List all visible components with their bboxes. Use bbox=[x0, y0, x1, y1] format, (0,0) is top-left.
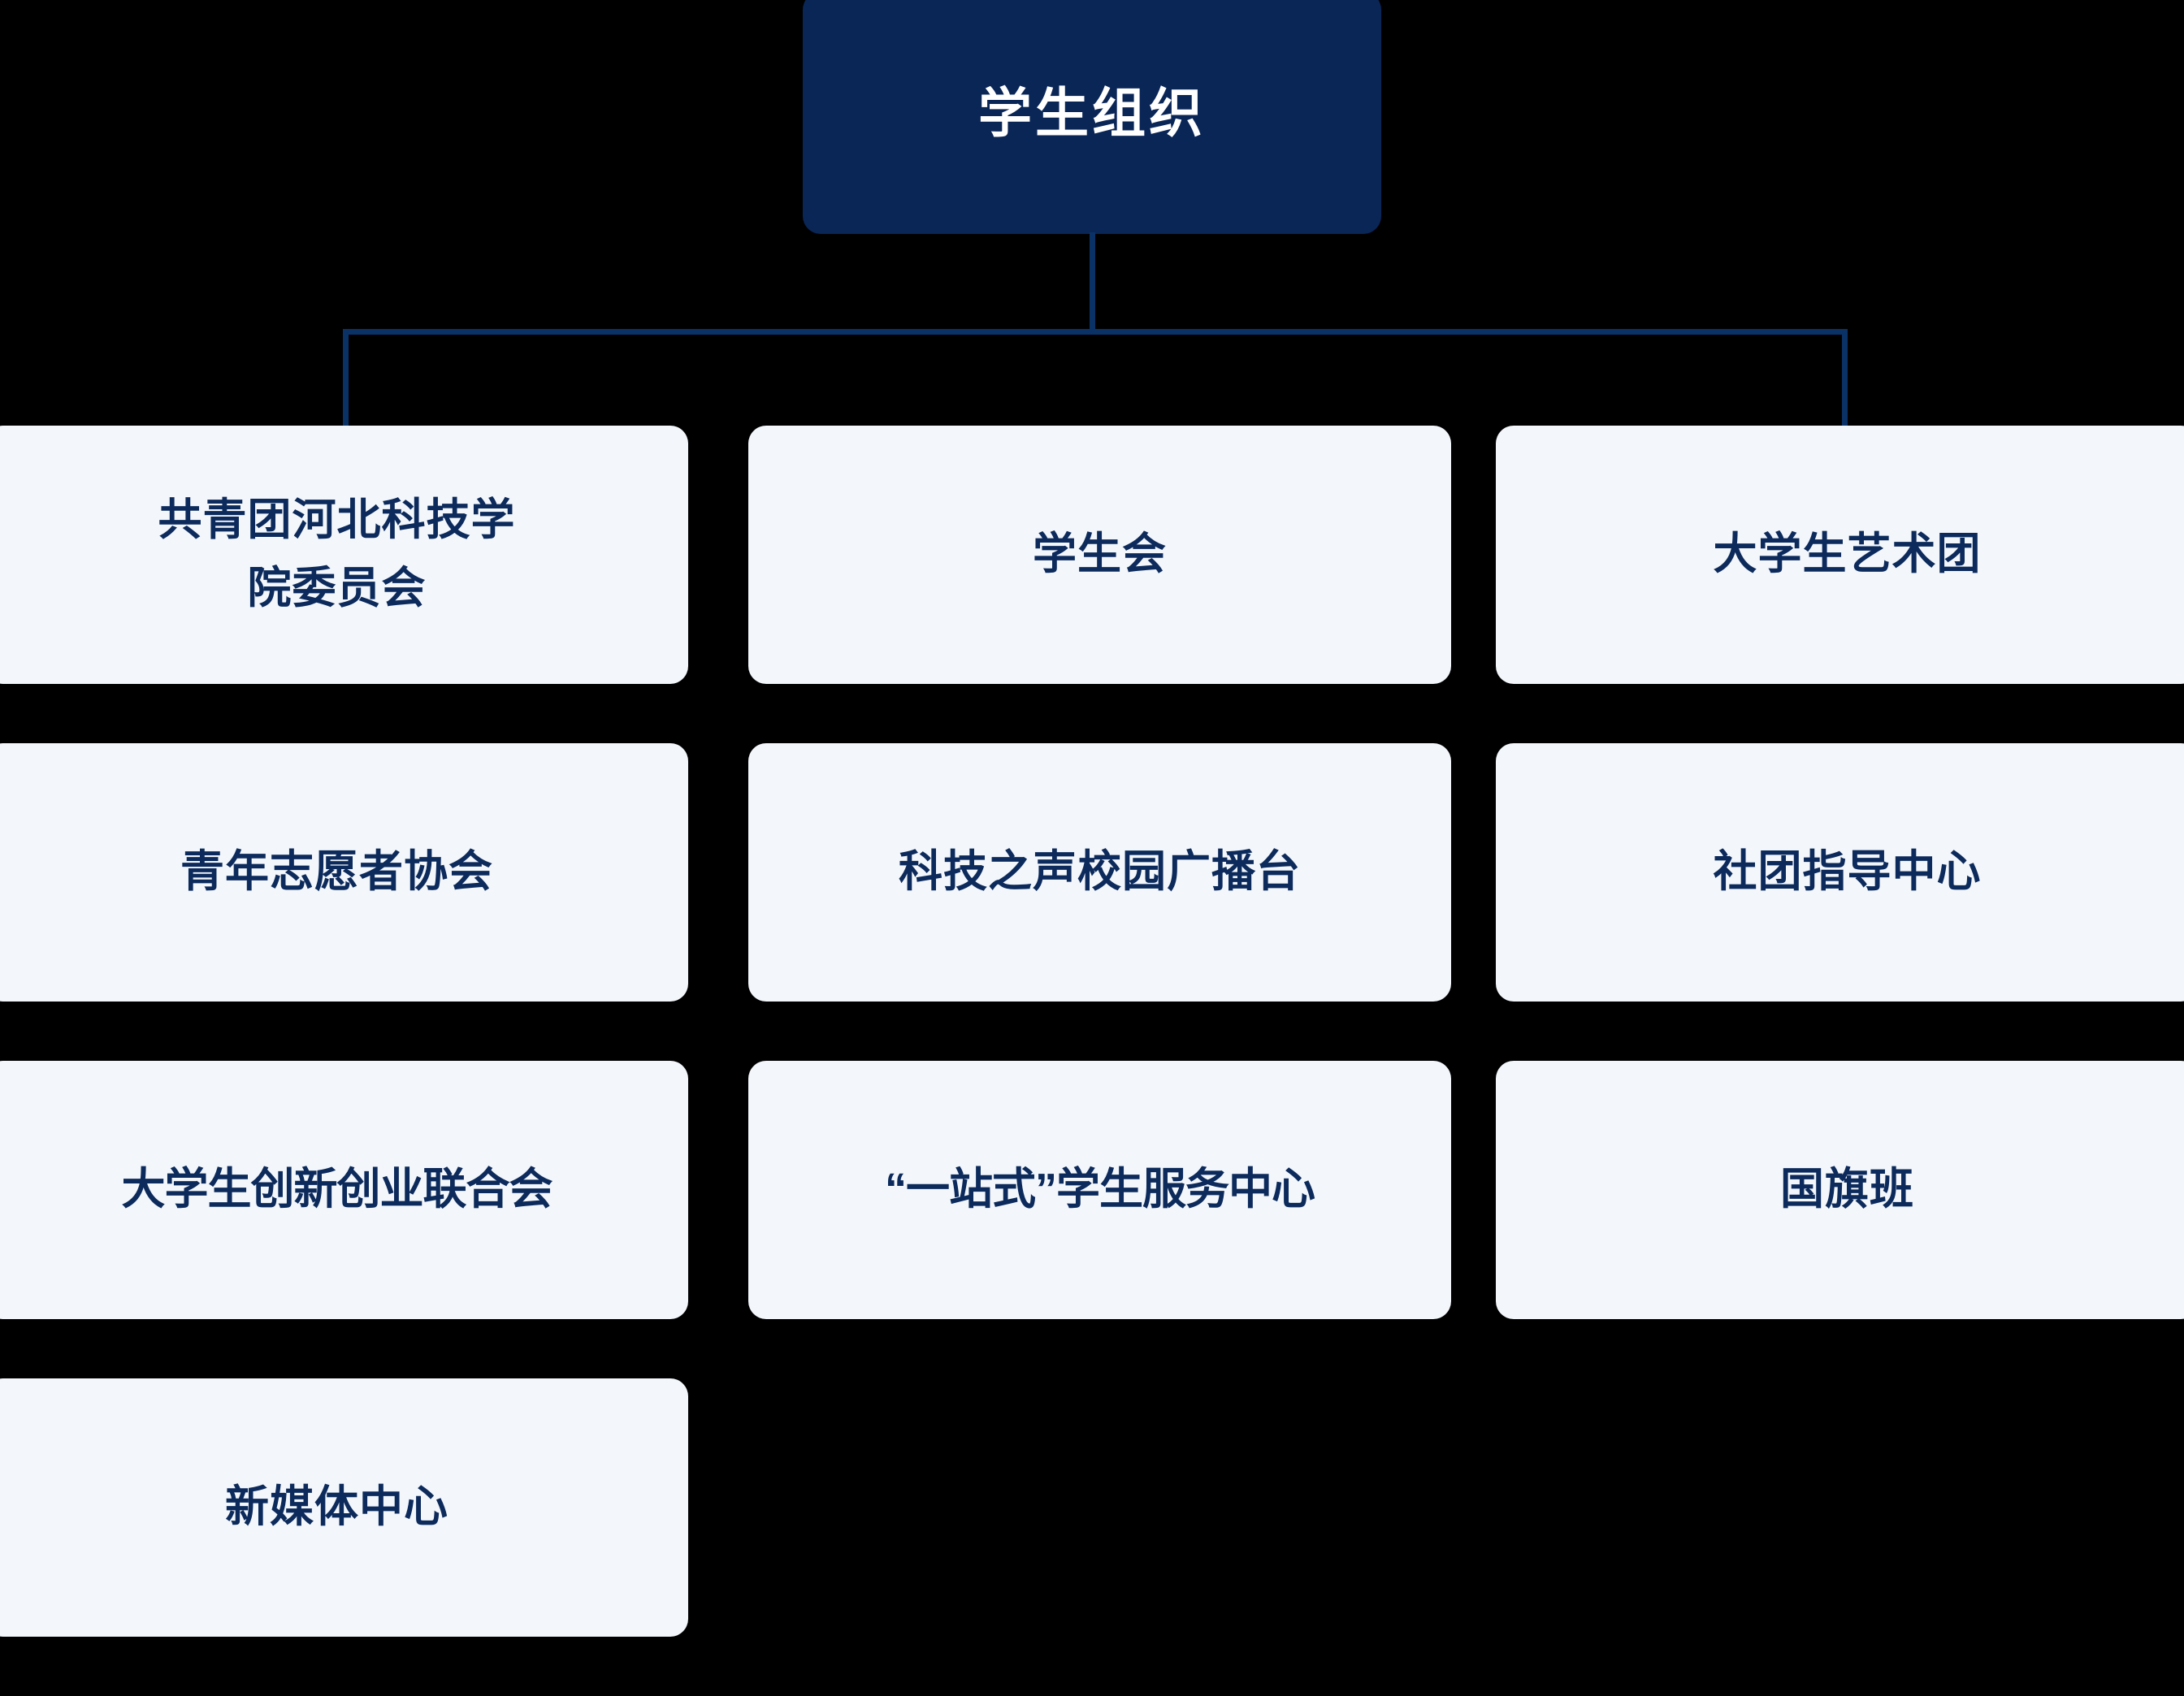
root-node-label: 学生组织 bbox=[978, 82, 1206, 143]
node-label: “一站式”学生服务中心 bbox=[885, 1165, 1315, 1214]
node-one-stop-student-service-center[interactable]: “一站式”学生服务中心 bbox=[748, 1061, 1451, 1319]
node-label: 共青团河北科技学 院委员会 bbox=[158, 495, 516, 612]
connector-drop-left bbox=[343, 329, 349, 428]
node-row-4: 新媒体中心 bbox=[0, 1378, 2184, 1637]
connector-horizontal-bar bbox=[343, 329, 1848, 335]
connector-drop-right bbox=[1842, 329, 1848, 428]
node-label: 科技之声校园广播台 bbox=[899, 847, 1301, 897]
root-node-student-organization[interactable]: 学生组织 bbox=[803, 0, 1381, 234]
node-innovation-entrepreneurship-federation[interactable]: 大学生创新创业联合会 bbox=[0, 1061, 688, 1319]
node-label: 大学生艺术团 bbox=[1713, 530, 1982, 579]
connector-root-stem bbox=[1090, 232, 1095, 331]
node-label: 新媒体中心 bbox=[225, 1482, 448, 1532]
org-chart-canvas: 学生组织 共青团河北科技学 院委员会 学生会 大学生艺术团 青年志愿者协会 科技… bbox=[0, 0, 2184, 1637]
node-row-2: 青年志愿者协会 科技之声校园广播台 社团指导中心 bbox=[0, 743, 2184, 1002]
node-campus-radio-station[interactable]: 科技之声校园广播台 bbox=[748, 743, 1451, 1002]
node-label: 社团指导中心 bbox=[1713, 847, 1982, 897]
child-node-grid: 共青团河北科技学 院委员会 学生会 大学生艺术团 青年志愿者协会 科技之声校园广… bbox=[0, 426, 2184, 1696]
node-new-media-center[interactable]: 新媒体中心 bbox=[0, 1378, 688, 1637]
node-row-3: 大学生创新创业联合会 “一站式”学生服务中心 国旗班 bbox=[0, 1061, 2184, 1319]
node-label: 青年志愿者协会 bbox=[180, 847, 493, 897]
node-row-1: 共青团河北科技学 院委员会 学生会 大学生艺术团 bbox=[0, 426, 2184, 684]
node-label: 大学生创新创业联合会 bbox=[121, 1165, 553, 1214]
node-communist-youth-league-committee[interactable]: 共青团河北科技学 院委员会 bbox=[0, 426, 688, 684]
node-label: 国旗班 bbox=[1780, 1165, 1914, 1214]
node-youth-volunteer-association[interactable]: 青年志愿者协会 bbox=[0, 743, 688, 1002]
node-student-union[interactable]: 学生会 bbox=[748, 426, 1451, 684]
node-club-guidance-center[interactable]: 社团指导中心 bbox=[1496, 743, 2184, 1002]
node-national-flag-guard[interactable]: 国旗班 bbox=[1496, 1061, 2184, 1319]
node-university-art-troupe[interactable]: 大学生艺术团 bbox=[1496, 426, 2184, 684]
node-label: 学生会 bbox=[1033, 530, 1167, 579]
